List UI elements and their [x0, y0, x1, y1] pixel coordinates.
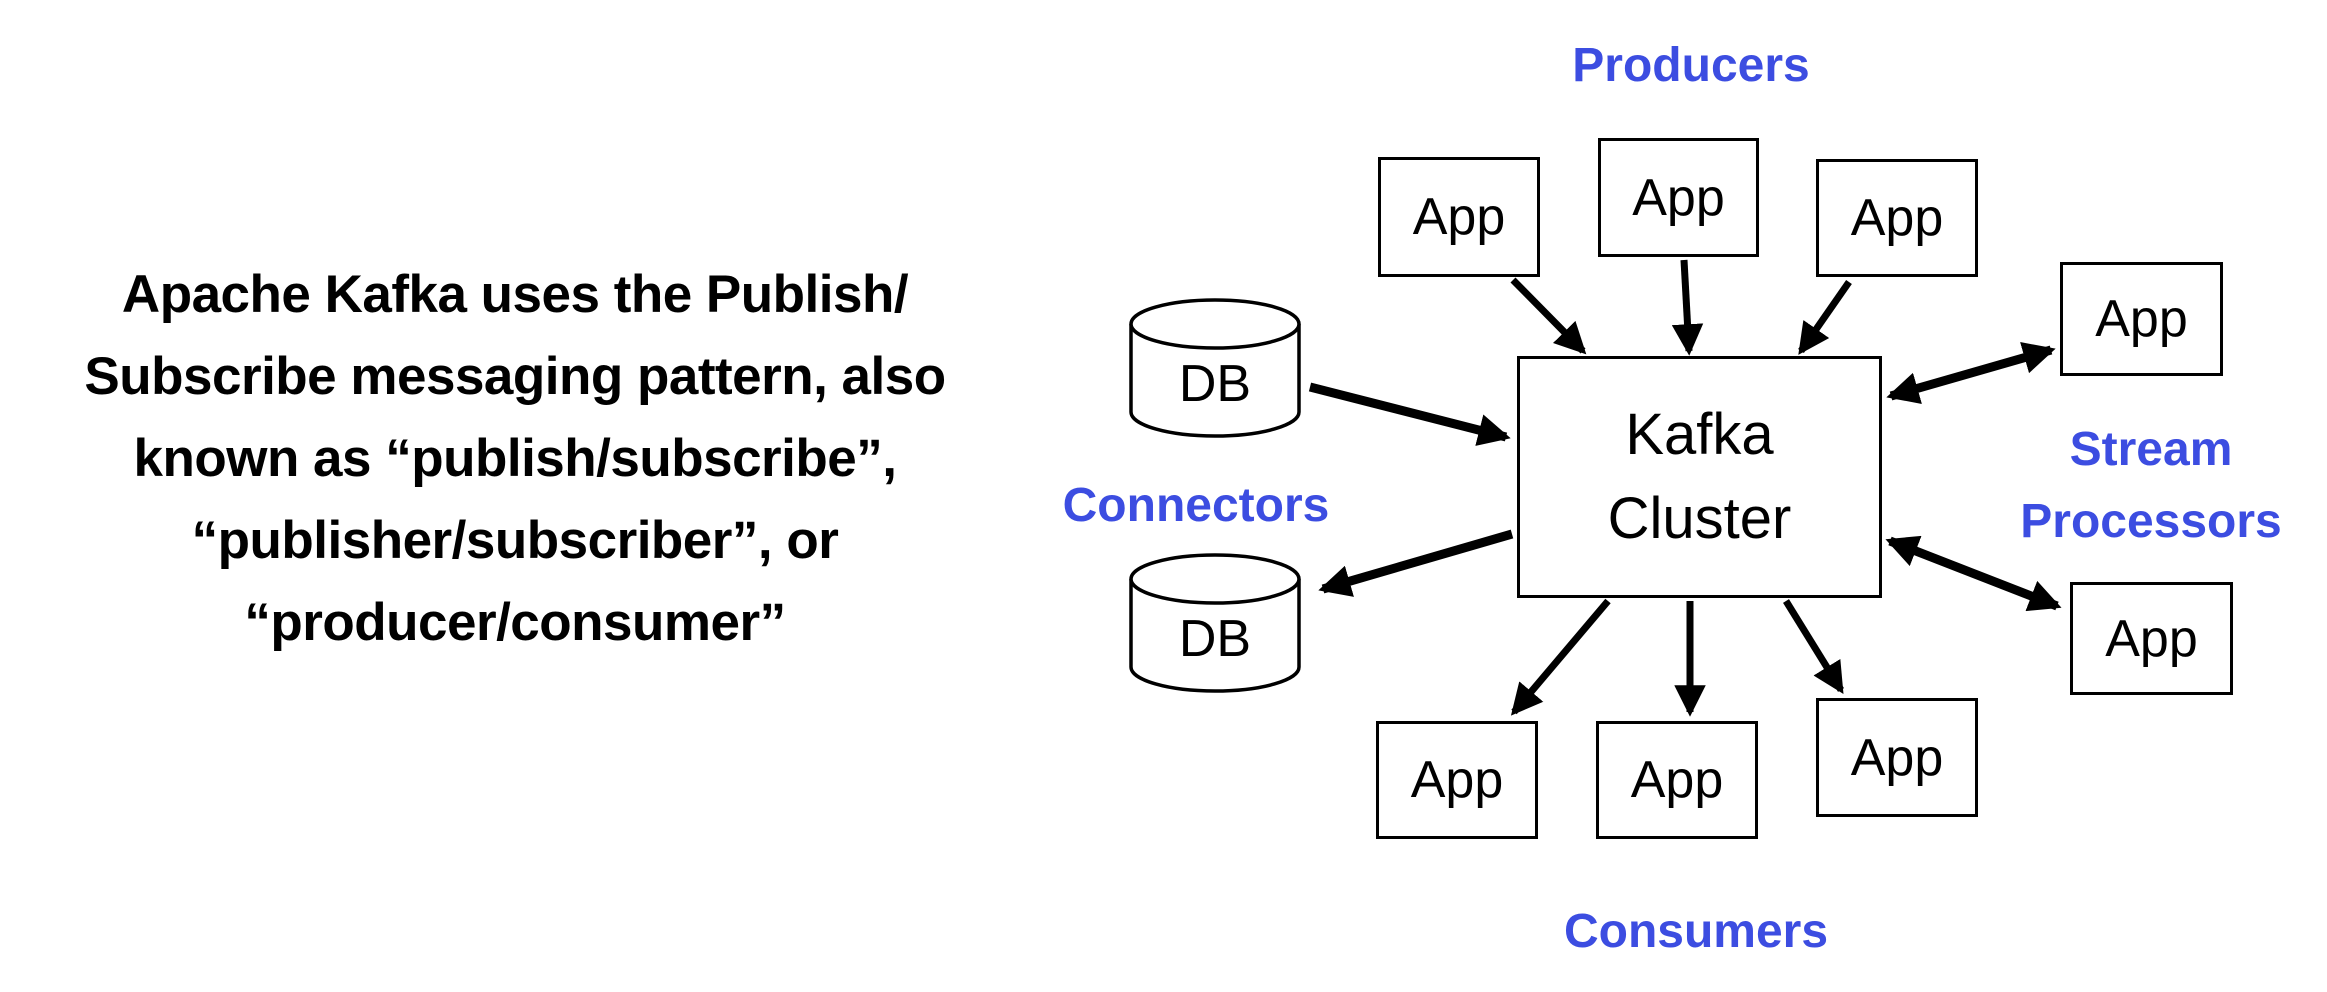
stream-app-box-2: App	[2070, 582, 2233, 695]
intro-line-3: known as “publish/subscribe”,	[133, 429, 897, 488]
label-stream-processors-line-2: Processors	[2020, 495, 2282, 548]
arrow-producer-right	[1798, 280, 1852, 355]
arrow-stream-bottom	[1885, 535, 2062, 612]
arrow-db-to-cluster	[1308, 382, 1511, 446]
arrow-consumer-left	[1510, 598, 1611, 716]
label-stream-processors-line-1: Stream	[2069, 423, 2233, 476]
producer-app-box-2: App	[1598, 138, 1759, 257]
intro-line-5: “producer/consumer”	[244, 593, 786, 652]
arrow-producer-left	[1510, 277, 1587, 355]
intro-line-1: Apache Kafka uses the Publish/	[121, 265, 909, 324]
kafka-cluster-line-2: Cluster	[1607, 486, 1792, 551]
arrow-consumer-right	[1783, 599, 1844, 695]
db-label-top: DB	[1178, 355, 1252, 413]
kafka-cluster-line-1: Kafka	[1625, 402, 1774, 467]
label-consumers: Consumers	[1563, 905, 1829, 958]
producer-app-box-3: App	[1816, 159, 1978, 277]
producer-app-box-1: App	[1378, 157, 1540, 277]
arrow-stream-top	[1886, 342, 2056, 404]
kafka-cluster-label: Kafka Cluster	[1608, 393, 1792, 561]
intro-line-4: “publisher/subscriber”, or	[191, 511, 839, 570]
db-label-bottom: DB	[1178, 610, 1252, 668]
arrow-cluster-to-db	[1318, 529, 1514, 597]
db-cylinder-top	[1129, 298, 1301, 438]
consumer-app-box-3: App	[1816, 698, 1978, 817]
label-stream-processors: Stream Processors	[2001, 414, 2301, 558]
intro-line-2: Subscribe messaging pattern, also	[84, 347, 946, 406]
label-connectors: Connectors	[1062, 479, 1330, 532]
kafka-cluster-box: Kafka Cluster	[1517, 356, 1882, 598]
arrow-producer-middle	[1671, 259, 1704, 356]
db-cylinder-bottom	[1129, 553, 1301, 693]
label-producers: Producers	[1572, 39, 1810, 92]
intro-text: Apache Kafka uses the Publish/ Subscribe…	[25, 254, 1005, 664]
consumer-app-box-1: App	[1376, 721, 1538, 839]
stream-app-box-1: App	[2060, 262, 2223, 376]
consumer-app-box-2: App	[1596, 721, 1758, 839]
